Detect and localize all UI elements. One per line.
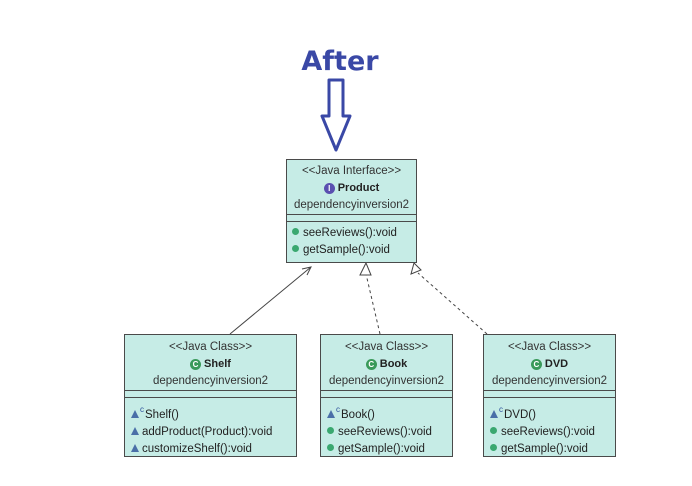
stereotype-label: <<Java Class>> bbox=[344, 341, 429, 353]
package-label: dependencyinversion2 bbox=[293, 199, 410, 211]
public-method-icon bbox=[292, 228, 299, 235]
class-icon: C bbox=[190, 359, 202, 370]
protected-method-icon bbox=[131, 410, 139, 418]
realization-arrowhead-dvd bbox=[410, 262, 422, 275]
operation-row: seeReviews():void bbox=[292, 225, 416, 242]
protected-method-icon bbox=[327, 410, 335, 418]
class-icon: C bbox=[530, 359, 542, 370]
stereotype-label: <<Java Class>> bbox=[168, 341, 253, 353]
realization-line-dvd bbox=[417, 272, 488, 335]
constructor-marker: c bbox=[140, 405, 144, 414]
constructor-label: DVD() bbox=[504, 409, 536, 421]
public-method-icon bbox=[327, 444, 334, 451]
association-line bbox=[229, 266, 312, 335]
constructor-row: cShelf() bbox=[131, 401, 296, 424]
operations-compartment: cBook() seeReviews():void getSample():vo… bbox=[321, 397, 452, 458]
public-method-icon bbox=[292, 245, 299, 252]
interface-name-text: Product bbox=[337, 182, 380, 194]
class-name-text: Shelf bbox=[204, 358, 231, 370]
public-method-icon bbox=[490, 427, 497, 434]
constructor-label: Shelf() bbox=[145, 409, 179, 421]
interface-icon: I bbox=[323, 183, 335, 194]
operations-compartment: seeReviews():void getSample():void bbox=[287, 221, 416, 259]
protected-method-icon bbox=[131, 444, 139, 452]
package-label: dependencyinversion2 bbox=[152, 375, 269, 387]
public-method-icon bbox=[490, 444, 497, 451]
attributes-compartment bbox=[125, 390, 296, 397]
package-label: dependencyinversion2 bbox=[328, 375, 445, 387]
attributes-compartment bbox=[287, 214, 416, 221]
protected-method-icon bbox=[131, 427, 139, 435]
attributes-compartment bbox=[484, 390, 615, 397]
operation-row: getSample():void bbox=[327, 441, 452, 458]
operations-compartment: cShelf() addProduct(Product):void custom… bbox=[125, 397, 296, 458]
operation-label: getSample():void bbox=[501, 443, 588, 455]
operation-label: getSample():void bbox=[338, 443, 425, 455]
public-method-icon bbox=[327, 427, 334, 434]
class-name-text: Book bbox=[379, 358, 408, 370]
protected-method-icon bbox=[490, 410, 498, 418]
operations-compartment: cDVD() seeReviews():void getSample():voi… bbox=[484, 397, 615, 458]
constructor-row: cBook() bbox=[327, 401, 452, 424]
operation-row: getSample():void bbox=[490, 441, 615, 458]
constructor-marker: c bbox=[336, 405, 340, 414]
realization-line-book bbox=[365, 273, 381, 335]
constructor-row: cDVD() bbox=[490, 401, 615, 424]
realization-arrowhead-book bbox=[359, 261, 372, 276]
operation-row: seeReviews():void bbox=[490, 424, 615, 441]
operation-label: seeReviews():void bbox=[338, 426, 432, 438]
operation-label: getSample():void bbox=[303, 244, 390, 256]
down-arrow-icon bbox=[320, 78, 352, 152]
operation-label: seeReviews():void bbox=[501, 426, 595, 438]
operation-row: addProduct(Product):void bbox=[131, 424, 296, 441]
operation-row: seeReviews():void bbox=[327, 424, 452, 441]
class-name-text: DVD bbox=[544, 358, 569, 370]
operation-label: customizeShelf():void bbox=[142, 443, 252, 455]
constructor-marker: c bbox=[499, 405, 503, 414]
operation-label: seeReviews():void bbox=[303, 227, 397, 239]
class-icon: C bbox=[365, 359, 377, 370]
attributes-compartment bbox=[321, 390, 452, 397]
operation-row: getSample():void bbox=[292, 242, 416, 259]
stereotype-label: <<Java Interface>> bbox=[301, 165, 402, 177]
diagram-title: After bbox=[301, 46, 379, 77]
stereotype-label: <<Java Class>> bbox=[507, 341, 592, 353]
operation-label: addProduct(Product):void bbox=[142, 426, 273, 438]
operation-row: customizeShelf():void bbox=[131, 441, 296, 458]
association-arrowhead bbox=[301, 266, 312, 276]
constructor-label: Book() bbox=[341, 409, 375, 421]
package-label: dependencyinversion2 bbox=[491, 375, 608, 387]
